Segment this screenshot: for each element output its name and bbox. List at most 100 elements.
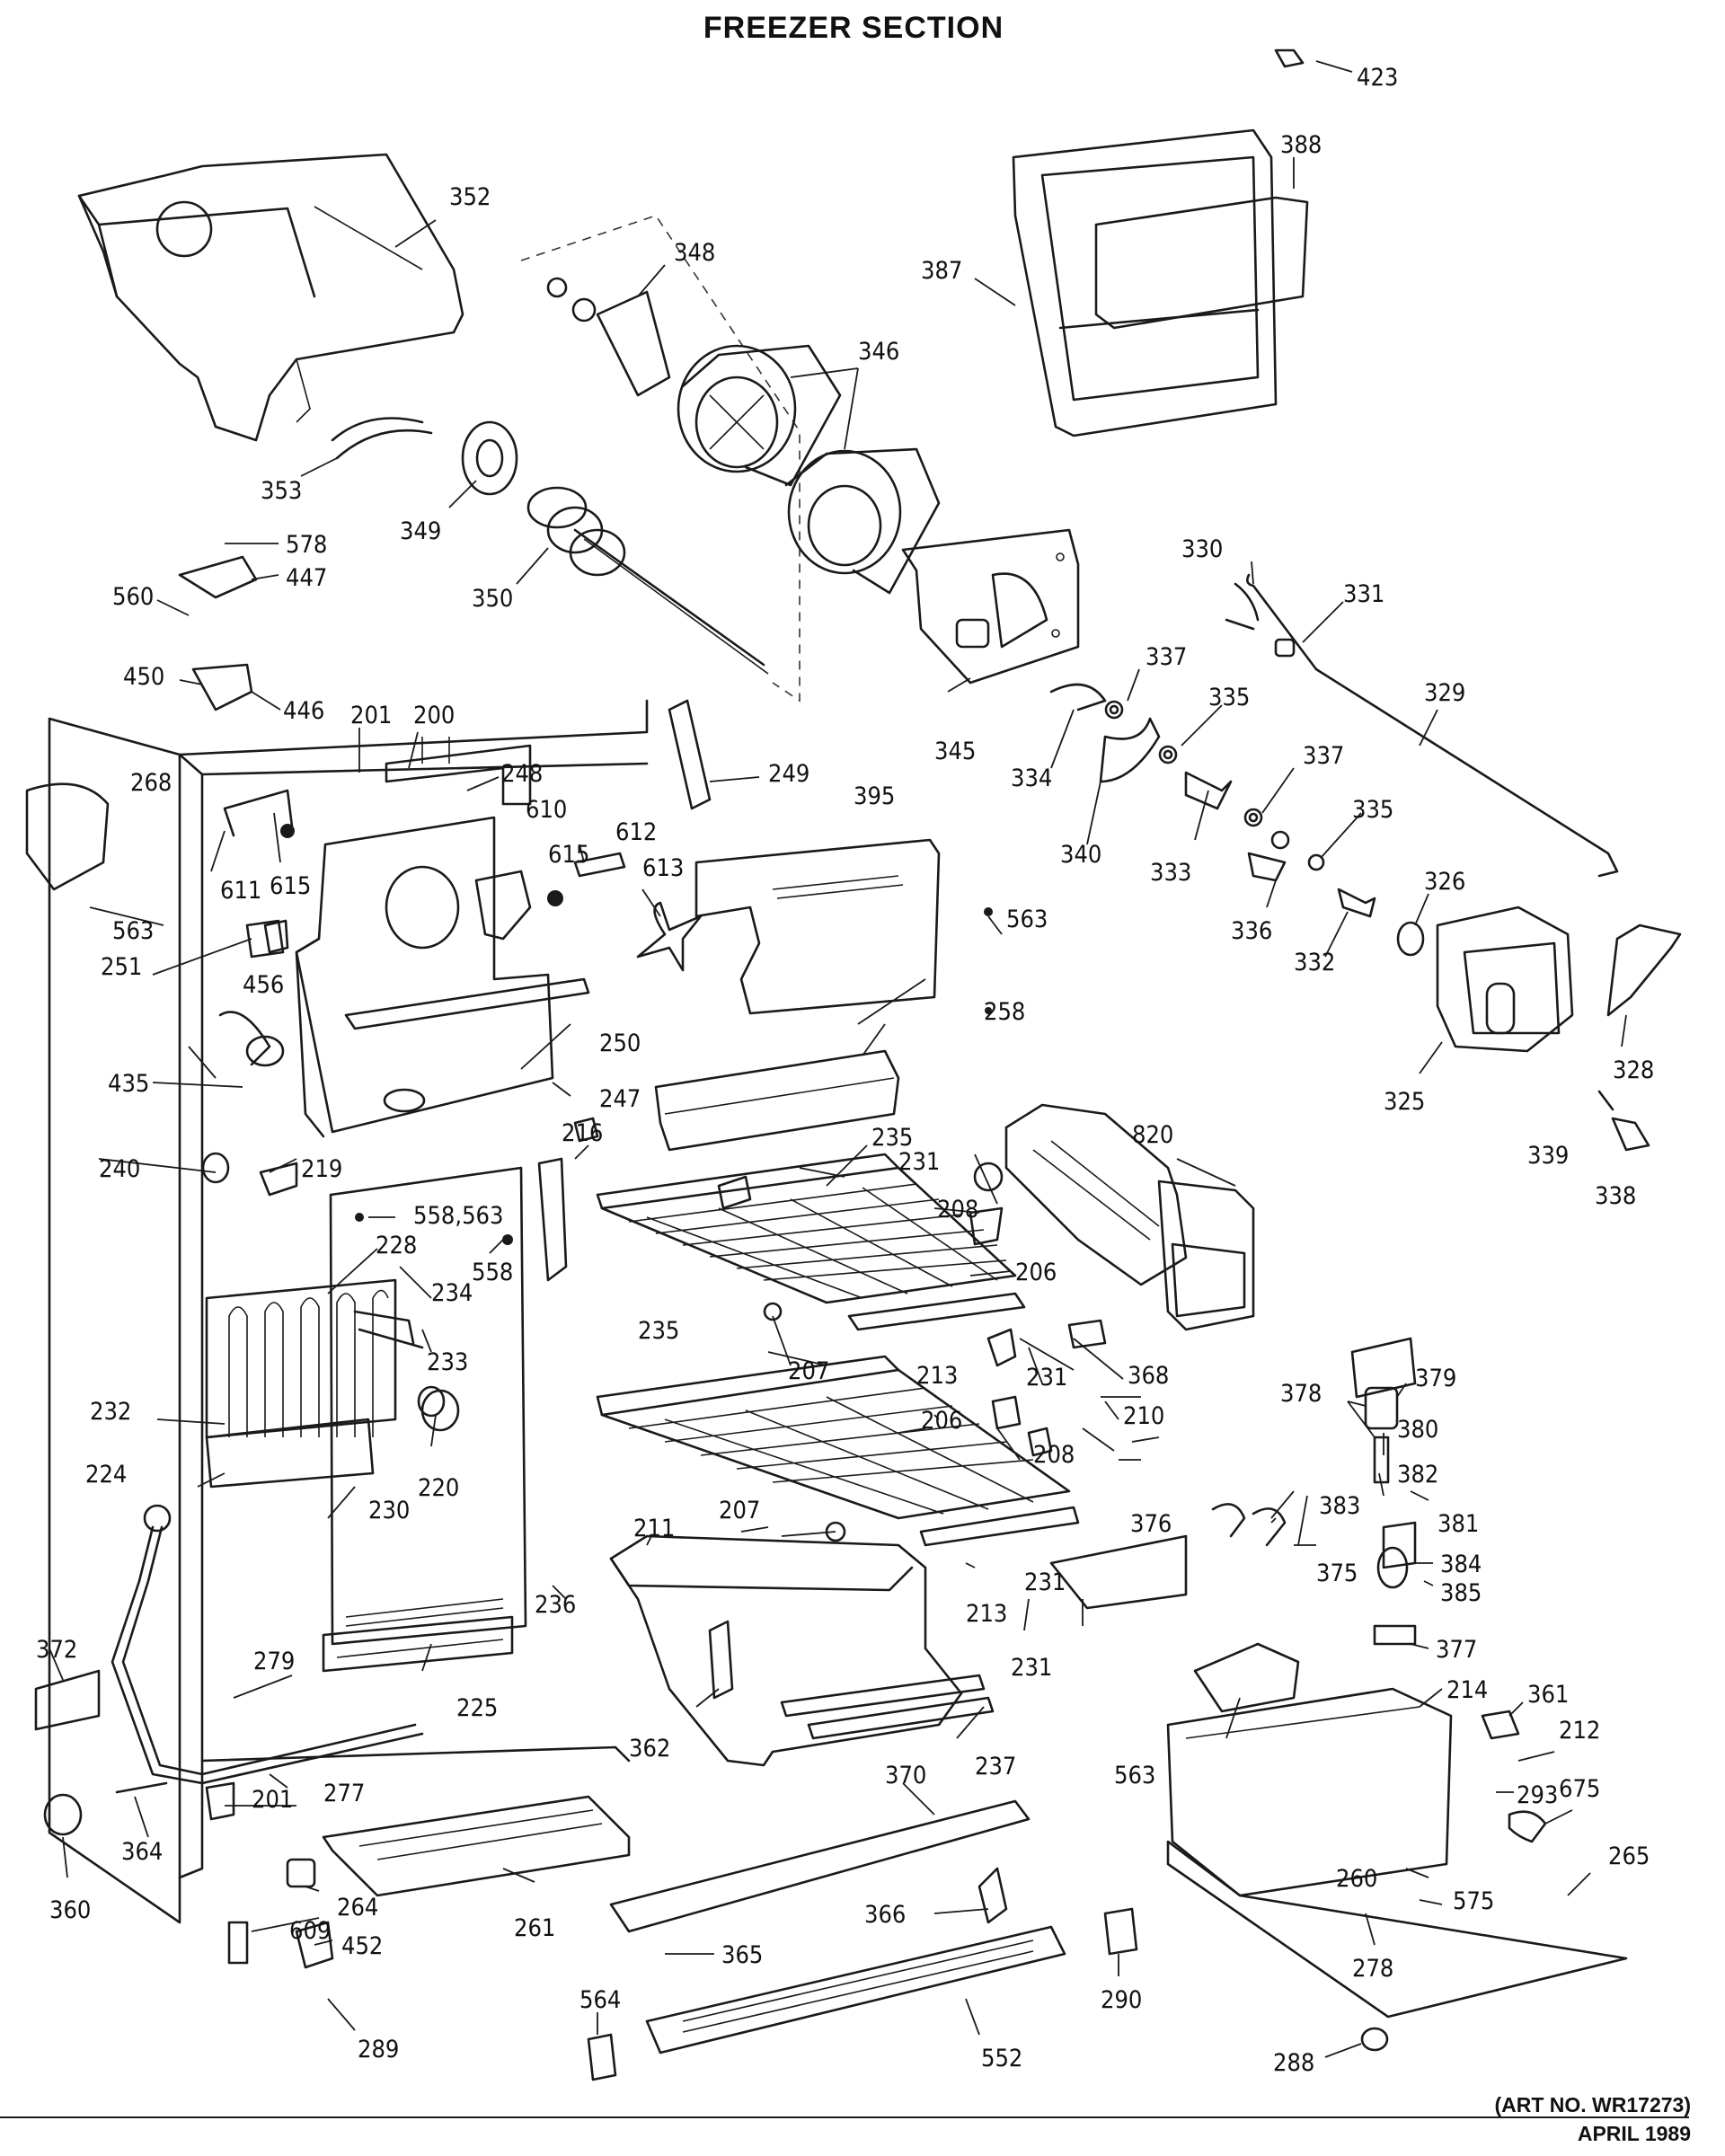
- part-label: 208: [1033, 1441, 1075, 1469]
- part-label: 352: [449, 183, 491, 211]
- page-title: FREEZER SECTION: [703, 11, 1004, 45]
- part-label: 348: [674, 239, 715, 267]
- part-label: 277: [323, 1780, 365, 1807]
- part-label: 564: [579, 1986, 621, 2014]
- part-label: 578: [286, 531, 327, 559]
- part-label: 452: [341, 1932, 383, 1960]
- part-label: 349: [400, 517, 441, 545]
- part-label: 334: [1011, 764, 1052, 792]
- leader-lines: [49, 60, 1627, 2058]
- part-label: 558,563: [413, 1202, 503, 1230]
- part-label: 382: [1397, 1461, 1438, 1489]
- part-label: 675: [1559, 1775, 1600, 1803]
- part-label: 563: [1114, 1762, 1155, 1789]
- part-label: 231: [1024, 1568, 1066, 1596]
- part-label: 450: [123, 663, 164, 691]
- part-label: 212: [1559, 1717, 1600, 1745]
- part-label: 201: [350, 702, 392, 729]
- lower-shelf-drawing: [596, 1355, 1080, 1547]
- part-label: 337: [1146, 643, 1187, 671]
- part-label: 208: [937, 1196, 978, 1224]
- part-label: 233: [427, 1348, 468, 1376]
- part-label: 350: [472, 585, 513, 613]
- part-label: 236: [535, 1591, 576, 1619]
- art-number: (ART NO. WR17273): [1494, 2093, 1691, 2116]
- part-label: 446: [283, 697, 324, 725]
- part-label: 370: [885, 1762, 926, 1789]
- part-label: 216: [562, 1119, 603, 1147]
- part-label: 609: [289, 1917, 331, 1945]
- cover-214-drawing: [329, 1157, 568, 1646]
- part-label: 385: [1440, 1579, 1482, 1607]
- part-label: 289: [358, 2036, 399, 2063]
- part-label: 206: [1015, 1259, 1057, 1286]
- part-label: 206: [921, 1407, 962, 1435]
- part-label: 575: [1453, 1887, 1494, 1915]
- tube-assembly-drawing: [111, 1504, 424, 1785]
- ice-bin-211-drawing: [609, 1534, 995, 1767]
- part-label: 375: [1316, 1560, 1358, 1587]
- part-label: 207: [788, 1357, 829, 1385]
- part-label: 335: [1208, 684, 1250, 711]
- part-label: 326: [1424, 868, 1465, 896]
- part-label: 261: [514, 1914, 555, 1942]
- part-label: 265: [1608, 1842, 1650, 1870]
- part-label: 329: [1424, 679, 1465, 707]
- part-label: 250: [599, 1029, 641, 1057]
- part-label: 247: [599, 1085, 641, 1113]
- part-label: 200: [413, 702, 455, 729]
- drums-346-drawing: [677, 344, 941, 595]
- part-label: 214: [1446, 1676, 1488, 1704]
- part-label: 612: [615, 818, 657, 846]
- part-label: 213: [916, 1362, 958, 1390]
- part-label: 234: [431, 1279, 473, 1307]
- part-label: 380: [1397, 1416, 1438, 1444]
- part-label: 456: [243, 971, 284, 999]
- part-label: 368: [1128, 1362, 1169, 1390]
- part-label: 328: [1613, 1056, 1654, 1084]
- part-label: 207: [719, 1497, 760, 1524]
- part-label: 360: [49, 1896, 91, 1924]
- part-label: 237: [975, 1753, 1016, 1780]
- part-label: 381: [1438, 1510, 1479, 1538]
- part-label: 338: [1595, 1182, 1636, 1210]
- part-label: 333: [1150, 859, 1191, 887]
- part-label: 332: [1294, 949, 1335, 976]
- part-label: 293: [1517, 1781, 1558, 1809]
- part-label: 264: [337, 1894, 378, 1922]
- footer-divider: [0, 2116, 1689, 2118]
- linkage-parts-drawing: [1049, 573, 1682, 1152]
- rail-258-drawing: [654, 1049, 900, 1152]
- part-label: 331: [1343, 580, 1384, 608]
- part-label: 288: [1273, 2049, 1314, 2077]
- part-label: 235: [638, 1317, 679, 1345]
- part-label: 366: [864, 1901, 906, 1929]
- part-label: 820: [1132, 1121, 1173, 1149]
- panel-395-drawing: [668, 699, 993, 1015]
- part-label: 610: [526, 796, 567, 824]
- part-label: 337: [1303, 742, 1344, 770]
- part-label: 558: [472, 1259, 513, 1286]
- part-label: 346: [858, 338, 899, 366]
- part-label: 235: [871, 1124, 913, 1152]
- part-label: 230: [368, 1497, 410, 1524]
- part-label: 613: [642, 854, 684, 882]
- part-label: 219: [301, 1155, 342, 1183]
- part-label: 260: [1336, 1865, 1377, 1893]
- part-label: 361: [1527, 1681, 1569, 1709]
- part-label: 213: [966, 1600, 1007, 1628]
- part-label: 225: [456, 1694, 498, 1722]
- bracket-345-drawing: [901, 528, 1080, 685]
- part-label: 387: [921, 257, 962, 285]
- auger-assembly-drawing: [461, 215, 801, 702]
- part-label: 251: [101, 953, 142, 981]
- footer-date: APRIL 1989: [1577, 2122, 1691, 2145]
- part-label: 335: [1352, 796, 1393, 824]
- part-label: 384: [1440, 1551, 1482, 1578]
- part-label: 232: [90, 1398, 131, 1426]
- part-label: 563: [1006, 906, 1048, 933]
- part-label: 224: [85, 1461, 127, 1489]
- part-label: 211: [633, 1515, 675, 1542]
